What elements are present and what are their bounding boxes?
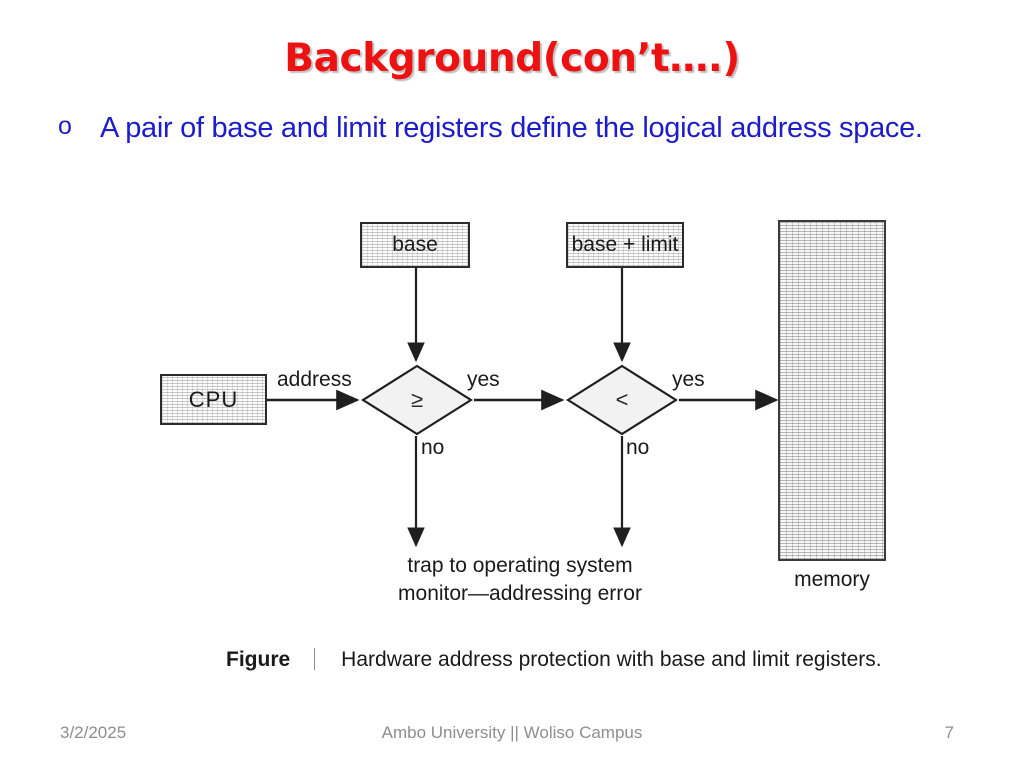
- footer-page-number: 7: [944, 723, 954, 742]
- decision-base-label: ≥: [410, 387, 424, 412]
- edge-label-no-base: no: [421, 436, 445, 459]
- footer-organization: Ambo University || Woliso Campus: [381, 723, 643, 742]
- figure-caption: Figure Hardware address protection with …: [226, 644, 882, 672]
- trap-message-line-1: trap to operating system: [407, 554, 633, 577]
- node-base-limit-label: base + limit: [571, 233, 679, 256]
- bullet-text: A pair of base and limit registers defin…: [100, 112, 923, 144]
- node-base-limit-box: base + limit: [566, 222, 684, 268]
- edge-label-no-limit: no: [626, 436, 650, 459]
- bullet-marker-icon: o: [58, 112, 72, 140]
- trap-message-line-2: monitor—addressing error: [398, 582, 642, 605]
- list-item: o A pair of base and limit registers def…: [58, 108, 958, 149]
- node-memory-label: memory: [794, 568, 870, 591]
- page-title: Background(con’t….): [284, 36, 740, 81]
- figure-caption-divider: [314, 648, 316, 670]
- edge-label-address: address: [277, 368, 352, 391]
- diamond-shape-icon: [566, 364, 678, 436]
- trap-message: trap to operating system monitor—address…: [330, 552, 710, 608]
- footer-date: 3/2/2025: [60, 723, 127, 742]
- node-cpu-label: CPU: [188, 386, 239, 412]
- figure-caption-text: Hardware address protection with base an…: [341, 648, 882, 671]
- node-cpu-box: CPU: [160, 374, 267, 425]
- node-base-box: base: [360, 222, 470, 268]
- diamond-shape-icon: [361, 364, 473, 436]
- decision-limit-diamond: <: [566, 364, 678, 436]
- bullet-list: o A pair of base and limit registers def…: [58, 108, 958, 149]
- node-base-label: base: [392, 233, 438, 256]
- decision-base-diamond: ≥: [361, 364, 473, 436]
- decision-limit-label: <: [615, 387, 629, 412]
- figure-caption-word: Figure: [226, 648, 291, 671]
- edge-label-yes-base: yes: [467, 368, 500, 391]
- node-memory-block: [778, 220, 886, 561]
- slide-footer: 3/2/2025 Ambo University || Woliso Campu…: [0, 720, 1024, 750]
- edge-label-yes-limit: yes: [672, 368, 705, 391]
